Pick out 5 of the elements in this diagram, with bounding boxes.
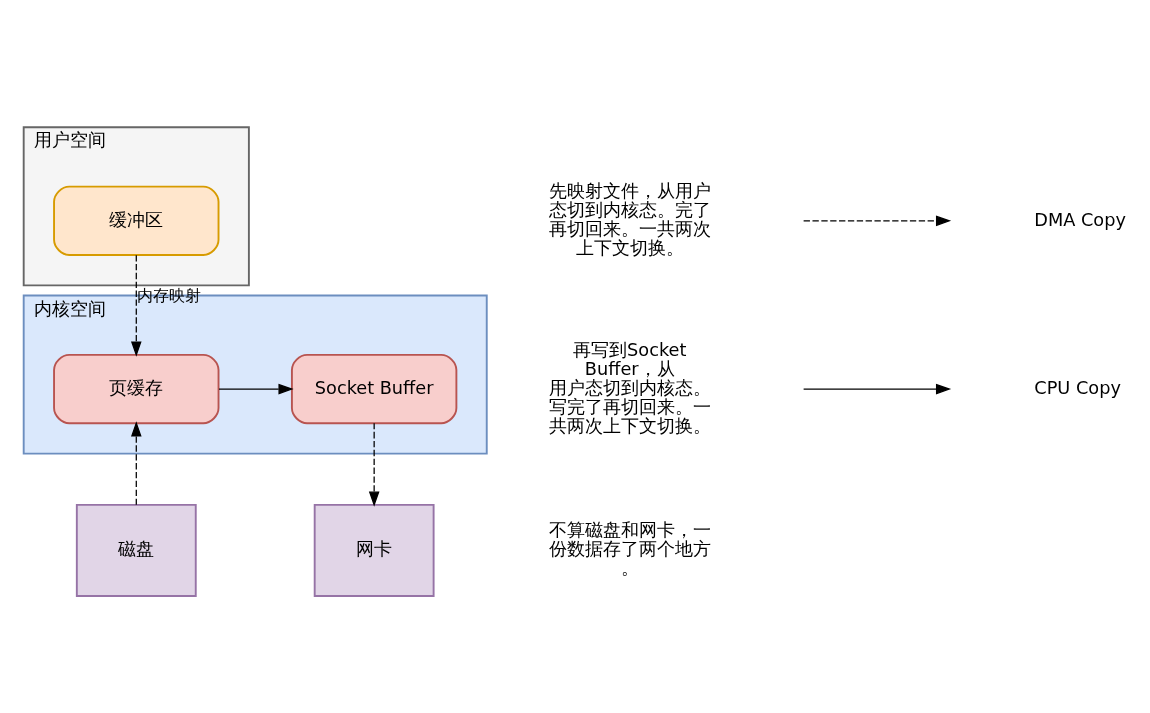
- legend-label: CPU Copy: [1034, 377, 1121, 398]
- label: 再写到Socket Buffer，从用户态切到内核态。写完了再切回来。一共两次上下文切换。: [548, 339, 711, 436]
- legend-label: DMA Copy: [1034, 209, 1126, 230]
- label: 先映射文件，从用户态切到内核态。完了再切回来。一共两次上下文切换。: [548, 181, 711, 258]
- label: 不算磁盘和网卡，一份数据存了两个地方。: [548, 520, 711, 579]
